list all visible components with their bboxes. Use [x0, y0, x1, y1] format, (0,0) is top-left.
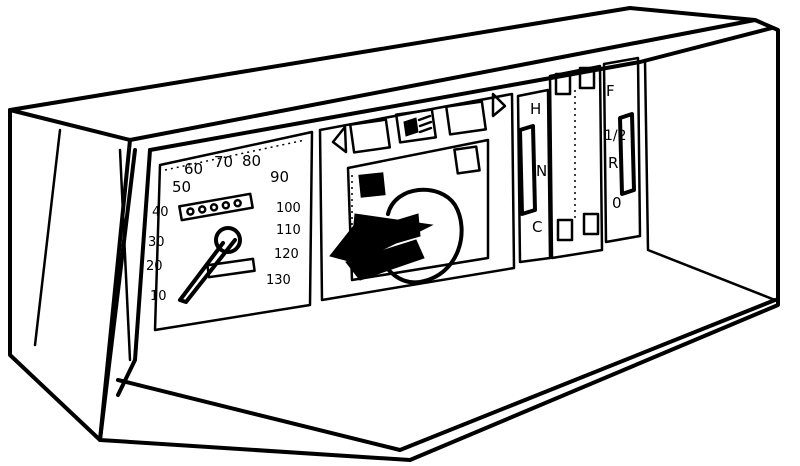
- speed-label-70: 70: [214, 153, 233, 171]
- speed-label-30: 30: [148, 235, 165, 250]
- speed-label-90: 90: [270, 168, 289, 186]
- warning-lights: [548, 64, 604, 260]
- high-beam-icon: [403, 117, 419, 137]
- fuel-slot: [618, 112, 636, 196]
- right-turn-signal-icon: [491, 92, 507, 118]
- speed-label-80: 80: [242, 152, 261, 170]
- fuel-gauge: F 1/2 R 0: [602, 56, 642, 244]
- temp-label-h: H: [530, 100, 541, 118]
- temperature-gauge: H N C: [516, 88, 552, 264]
- pointer-arrow-icon: [349, 213, 434, 267]
- warning-lamp-window: [444, 100, 488, 136]
- warning-lamp-window: [348, 118, 392, 154]
- speed-label-40: 40: [152, 205, 169, 220]
- warning-light: [556, 218, 574, 242]
- cluster-housing: [8, 6, 780, 462]
- high-beam-window: [394, 108, 438, 144]
- indicator-window: [453, 145, 481, 175]
- warning-light: [578, 66, 596, 90]
- indicator-lamp: [358, 172, 386, 198]
- speed-label-100: 100: [276, 201, 301, 216]
- speed-label-60: 60: [184, 160, 203, 178]
- left-turn-signal-icon: [331, 125, 348, 154]
- speedometer-needle: [178, 238, 237, 304]
- warning-light: [582, 212, 600, 236]
- center-module: [318, 92, 516, 302]
- round-dial: [378, 187, 464, 285]
- speed-label-20: 20: [146, 259, 163, 274]
- fuel-label-0: 0: [612, 194, 622, 212]
- speed-label-10: 10: [150, 289, 167, 304]
- fuel-label-half: 1/2: [604, 128, 627, 144]
- speedometer: 50 60 70 80 90 100 110 120 130 40 30 20 …: [146, 130, 314, 332]
- odometer-window: [178, 192, 254, 222]
- speed-label-50: 50: [172, 178, 191, 196]
- temperature-slot: [518, 124, 537, 216]
- fuel-label-f: F: [606, 82, 615, 100]
- temp-label-c: C: [532, 218, 542, 236]
- warning-light: [554, 72, 572, 96]
- speed-label-110: 110: [276, 223, 301, 238]
- speed-label-120: 120: [274, 247, 299, 262]
- fuel-label-r: R: [608, 154, 618, 172]
- temp-label-n: N: [536, 162, 547, 180]
- speed-label-130: 130: [266, 273, 291, 288]
